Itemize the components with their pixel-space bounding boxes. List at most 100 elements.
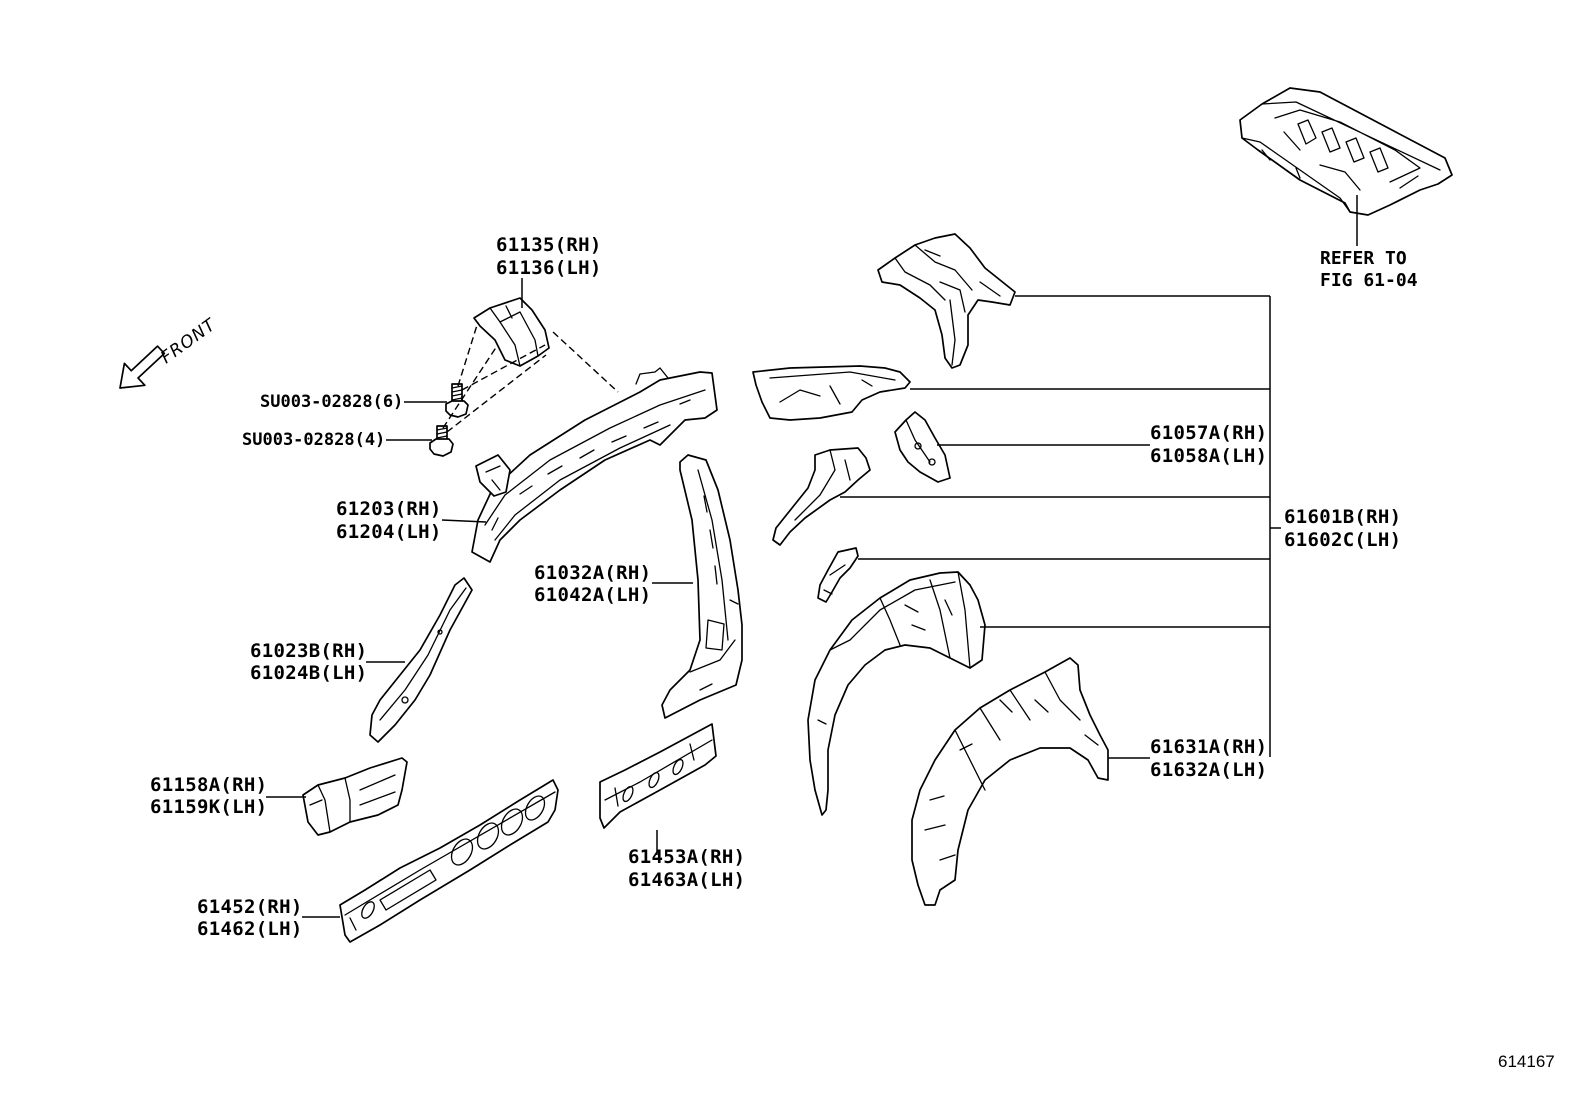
part-detail-lines xyxy=(604,739,713,807)
part-detail-lines xyxy=(894,244,1001,366)
bolt-head xyxy=(429,438,454,457)
dashed-line xyxy=(461,344,546,391)
dashed-line xyxy=(457,321,479,387)
part-drawing-61452 xyxy=(339,779,559,943)
part-drawing-brace xyxy=(772,447,871,546)
callout-rh-label: 61453A(RH) xyxy=(628,846,746,868)
part-hole xyxy=(524,795,546,821)
assembly-dashed-lines xyxy=(442,321,619,433)
leader-lines xyxy=(266,195,1358,918)
callout-61601b[interactable]: 61601B(RH) 61602C(LH) xyxy=(1284,506,1401,552)
callout-61452[interactable]: 61452(RH) 61462(LH) xyxy=(197,896,303,940)
part-drawing-package-tray xyxy=(1239,87,1453,216)
part-detail-lines xyxy=(485,465,501,491)
part-outline xyxy=(817,547,859,603)
bolt-flange-icon xyxy=(429,425,454,457)
part-detail-lines xyxy=(489,305,539,367)
part-outline xyxy=(877,233,1016,369)
part-drawing-side-panel xyxy=(752,365,911,421)
callout-lh-label: 61159K(LH) xyxy=(150,796,268,818)
callout-lh-label: 61602C(LH) xyxy=(1284,529,1402,551)
callout-lh-label: 61136(LH) xyxy=(496,257,602,279)
callout-lh-label: 61024B(LH) xyxy=(250,662,368,684)
callout-61158a[interactable]: 61158A(RH) 61159K(LH) xyxy=(150,774,267,818)
figure-code: 614167 xyxy=(1498,1052,1555,1071)
part-outline xyxy=(473,297,550,367)
callout-rh-label: 61032A(RH) xyxy=(534,562,652,584)
front-arrow-icon: FRONT xyxy=(119,314,220,389)
part-hole xyxy=(672,758,684,776)
callout-61023b[interactable]: 61023B(RH) 61024B(LH) xyxy=(250,640,367,684)
part-drawing-61057a xyxy=(894,411,951,483)
part-drawing-quarter-panel xyxy=(911,657,1109,906)
dashed-line xyxy=(442,345,498,429)
callout-61203[interactable]: 61203(RH) 61204(LH) xyxy=(336,498,442,544)
part-detail-lines xyxy=(379,587,467,721)
part-drawing-wheelhouse-inner xyxy=(807,571,986,816)
dashed-line xyxy=(552,331,619,393)
part-hole xyxy=(476,822,500,850)
part-outline xyxy=(369,577,473,743)
callout-rh-label: 61158A(RH) xyxy=(150,774,268,796)
callout-61631a[interactable]: 61631A(RH) 61632A(LH) xyxy=(1150,736,1267,782)
callout-rh-label: 61203(RH) xyxy=(336,498,442,520)
part-drawing-61203 xyxy=(471,367,718,563)
callout-61057a[interactable]: 61057A(RH) 61058A(LH) xyxy=(1150,422,1267,468)
part-drawing-upper-bracket xyxy=(877,233,1016,369)
reference-line-1: REFER TO xyxy=(1320,248,1407,269)
part-hole xyxy=(361,901,375,919)
part-detail-lines xyxy=(823,564,846,595)
part-detail-lines xyxy=(689,469,739,691)
callout-lh-label: 61058A(LH) xyxy=(1150,445,1268,467)
fastener-label-4[interactable]: SU003-02828(4) xyxy=(242,430,386,450)
part-outline xyxy=(1239,87,1453,216)
leader-bracket-61601b xyxy=(840,295,1281,757)
front-label: FRONT xyxy=(157,314,220,368)
part-detail-lines xyxy=(905,419,936,466)
callout-61135[interactable]: 61135(RH) 61136(LH) xyxy=(496,234,602,280)
part-detail-lines xyxy=(817,571,971,725)
part-hole xyxy=(622,785,634,803)
part-drawing-61135 xyxy=(473,297,550,367)
part-detail-lines xyxy=(924,671,1099,861)
part-outline xyxy=(661,454,743,719)
bolt-icon xyxy=(445,383,469,418)
callout-rh-label: 61452(RH) xyxy=(197,896,303,918)
part-outline xyxy=(752,365,911,421)
callout-lh-label: 61632A(LH) xyxy=(1150,759,1268,781)
reference-line-2: FIG 61-04 xyxy=(1320,270,1418,291)
part-hole xyxy=(648,771,660,789)
part-outline-small-piece xyxy=(475,454,511,497)
fastener-label-6[interactable]: SU003-02828(6) xyxy=(260,392,404,412)
callout-61032a[interactable]: 61032A(RH) 61042A(LH) xyxy=(534,562,651,606)
part-outline xyxy=(339,779,559,943)
part-detail-lines xyxy=(769,371,896,405)
part-drawing-61023b xyxy=(369,577,473,743)
dashed-line xyxy=(446,354,547,433)
part-outline xyxy=(471,371,718,563)
callout-lh-label: 61462(LH) xyxy=(197,918,303,940)
bolt-threads xyxy=(451,385,463,401)
part-drawing-61158a xyxy=(302,757,408,836)
callout-rh-label: 61135(RH) xyxy=(496,234,602,256)
part-drawing-61453a xyxy=(599,723,717,829)
callout-rh-label: 61023B(RH) xyxy=(250,640,368,662)
callout-lh-label: 61204(LH) xyxy=(336,521,442,543)
front-arrow-shape xyxy=(119,345,166,389)
part-outline xyxy=(807,571,986,816)
part-outline xyxy=(772,447,871,546)
part-drawing-61032a xyxy=(661,454,743,719)
callout-61453a[interactable]: 61453A(RH) 61463A(LH) xyxy=(628,846,745,892)
callout-rh-label: 61631A(RH) xyxy=(1150,736,1268,758)
part-detail-lines xyxy=(1241,101,1441,213)
bolt-head xyxy=(445,400,469,418)
callout-rh-label: 61057A(RH) xyxy=(1150,422,1268,444)
part-hole xyxy=(450,838,474,866)
part-outline xyxy=(302,757,408,836)
part-outline xyxy=(599,723,717,829)
figure-reference[interactable]: REFER TO FIG 61-04 xyxy=(1320,248,1418,292)
part-detail-lines xyxy=(344,791,556,931)
callout-lh-label: 61042A(LH) xyxy=(534,584,652,606)
